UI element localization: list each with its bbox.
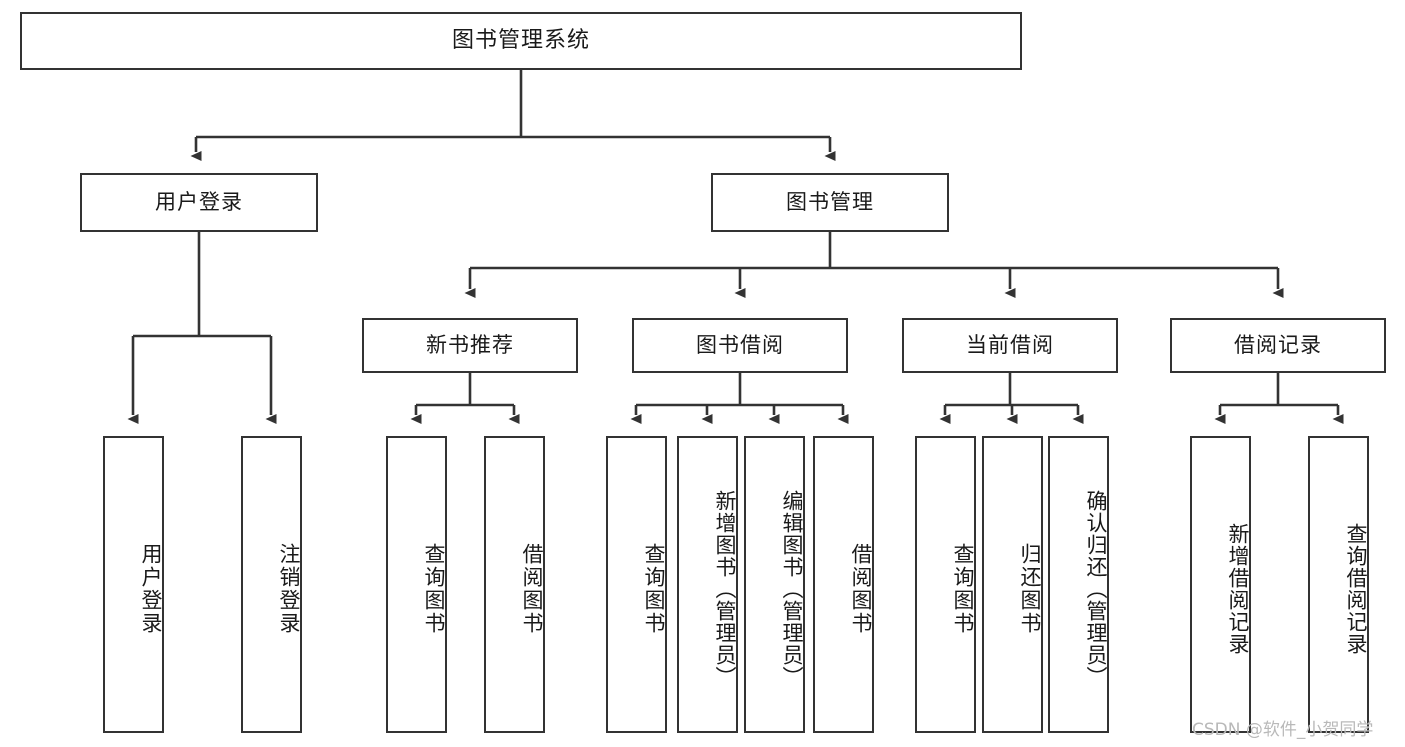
leaf-label: 新增图书（管理员）: [713, 489, 737, 688]
node-user-login-label: 用户登录: [155, 189, 243, 214]
node-new-book-recommend-label: 新书推荐: [426, 332, 514, 357]
node-borrow-record-label: 借阅记录: [1234, 332, 1322, 357]
node-book-borrow[interactable]: 图书借阅: [632, 318, 848, 373]
leaf-current-borrow-confirm-return-admin[interactable]: 确认归还（管理员）: [1048, 436, 1109, 733]
leaf-book-borrow-edit-book-admin[interactable]: 编辑图书（管理员）: [744, 436, 805, 733]
leaf-label: 编辑图书（管理员）: [780, 489, 804, 688]
node-borrow-record[interactable]: 借阅记录: [1170, 318, 1386, 373]
leaf-label: 新增借阅记录: [1226, 522, 1250, 655]
leaf-user-login-logout[interactable]: 注销登录: [241, 436, 302, 733]
node-book-management[interactable]: 图书管理: [711, 173, 949, 232]
leaf-label: 查询图书: [422, 542, 446, 635]
leaf-new-book-query-book[interactable]: 查询图书: [386, 436, 447, 733]
leaf-label: 确认归还（管理员）: [1084, 489, 1108, 688]
leaf-label: 查询借阅记录: [1344, 522, 1368, 655]
node-user-login[interactable]: 用户登录: [80, 173, 318, 232]
csdn-watermark: CSDN @软件_小贺同学: [1192, 720, 1374, 740]
leaf-borrow-record-add-record[interactable]: 新增借阅记录: [1190, 436, 1251, 733]
node-new-book-recommend[interactable]: 新书推荐: [362, 318, 578, 373]
leaf-label: 借阅图书: [520, 542, 544, 635]
leaf-current-borrow-query-book[interactable]: 查询图书: [915, 436, 976, 733]
node-root-book-management-system[interactable]: 图书管理系统: [20, 12, 1022, 70]
node-book-borrow-label: 图书借阅: [696, 332, 784, 357]
leaf-new-book-borrow-book[interactable]: 借阅图书: [484, 436, 545, 733]
leaf-borrow-record-query-record[interactable]: 查询借阅记录: [1308, 436, 1369, 733]
leaf-label: 借阅图书: [849, 542, 873, 635]
leaf-label: 归还图书: [1018, 542, 1042, 635]
leaf-label: 注销登录: [277, 542, 301, 635]
leaf-label: 查询图书: [951, 542, 975, 635]
node-current-borrow[interactable]: 当前借阅: [902, 318, 1118, 373]
leaf-book-borrow-add-book-admin[interactable]: 新增图书（管理员）: [677, 436, 738, 733]
leaf-current-borrow-return-book[interactable]: 归还图书: [982, 436, 1043, 733]
leaf-label: 用户登录: [139, 542, 163, 635]
node-current-borrow-label: 当前借阅: [966, 332, 1054, 357]
node-root-label: 图书管理系统: [451, 27, 590, 53]
leaf-book-borrow-query-book[interactable]: 查询图书: [606, 436, 667, 733]
leaf-book-borrow-borrow-book[interactable]: 借阅图书: [813, 436, 874, 733]
leaf-label: 查询图书: [642, 542, 666, 635]
node-book-management-label: 图书管理: [786, 189, 874, 214]
leaf-user-login-login[interactable]: 用户登录: [103, 436, 164, 733]
